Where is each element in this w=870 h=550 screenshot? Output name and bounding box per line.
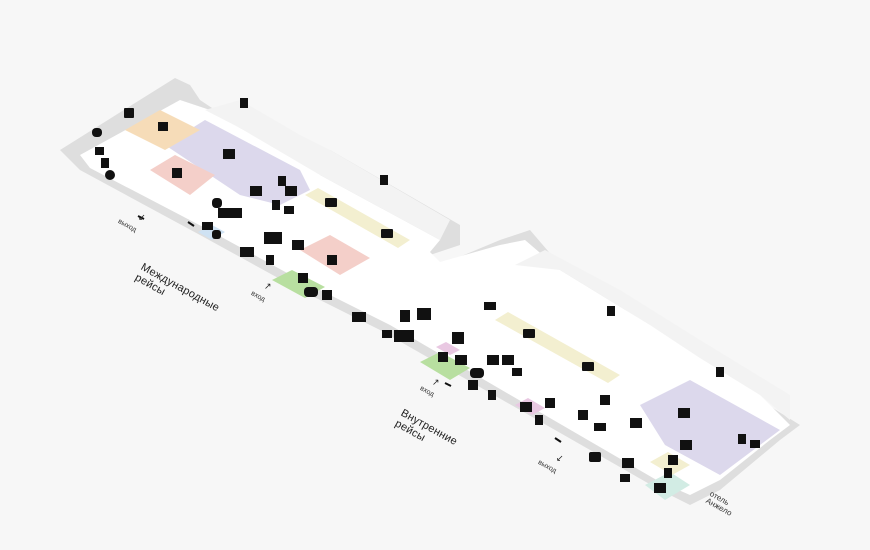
baggage-icon-5 bbox=[630, 418, 642, 428]
doors bbox=[137, 215, 562, 443]
door-3 bbox=[554, 437, 562, 443]
elevator-icon-6 bbox=[607, 306, 615, 316]
parking-icon bbox=[105, 170, 115, 180]
lounge-international bbox=[165, 120, 310, 205]
check-icon-2 bbox=[381, 229, 393, 238]
pet-icon bbox=[92, 128, 102, 137]
gun-icon bbox=[484, 302, 496, 310]
security-icon bbox=[158, 122, 168, 131]
green-zone-2 bbox=[420, 352, 470, 380]
wc-icon-2 bbox=[250, 186, 262, 196]
pink-zone-1 bbox=[436, 342, 460, 355]
lounge-icon-2 bbox=[678, 408, 690, 418]
wifi-icon bbox=[304, 287, 318, 297]
shop-icon-6 bbox=[520, 402, 532, 412]
exit-arrow-2: ↙ bbox=[556, 453, 564, 463]
wc-icon bbox=[124, 108, 134, 118]
lounge-domestic bbox=[640, 380, 780, 475]
lounge-icon bbox=[223, 149, 235, 159]
customs-icon-3 bbox=[438, 352, 448, 362]
shop-icon-5 bbox=[487, 355, 499, 365]
baggage-icon-2 bbox=[292, 240, 304, 250]
food-icon-4 bbox=[545, 398, 555, 408]
shop-icon-3 bbox=[240, 247, 254, 257]
food-icon-3 bbox=[468, 380, 478, 390]
wc-icon-3 bbox=[285, 186, 297, 196]
mail-icon bbox=[202, 222, 213, 230]
smoking-icon-2 bbox=[620, 474, 630, 482]
smoking-icon bbox=[382, 330, 392, 338]
wheelchair-icon-3 bbox=[668, 455, 678, 465]
international-wing-floor bbox=[205, 100, 450, 240]
food-icon-5 bbox=[578, 410, 588, 420]
info-icon bbox=[298, 273, 308, 283]
shop-icon-2 bbox=[264, 232, 282, 244]
atm-icon bbox=[95, 147, 104, 155]
wc-icon-5 bbox=[680, 440, 692, 450]
entrance-arrow-1: ↗ bbox=[264, 281, 272, 291]
escalator-icon bbox=[284, 206, 294, 214]
elevator-icon-7 bbox=[716, 367, 724, 377]
door-1 bbox=[137, 215, 145, 220]
icons bbox=[92, 98, 760, 493]
escalator-icon-3 bbox=[750, 440, 760, 448]
customs-icon-2 bbox=[327, 255, 337, 265]
currency-icon bbox=[212, 198, 222, 208]
check-icon bbox=[325, 198, 337, 207]
baggage-icon bbox=[278, 176, 286, 186]
bus-icon bbox=[101, 158, 109, 168]
info-icon-2 bbox=[352, 312, 366, 322]
medical-icon bbox=[654, 483, 666, 493]
elevator-icon-3 bbox=[380, 175, 388, 185]
baggage-icon-4 bbox=[600, 395, 610, 405]
shop-icon-7 bbox=[622, 458, 634, 468]
shop-icon bbox=[218, 208, 242, 218]
bus-icon-2 bbox=[594, 423, 606, 431]
escalator-icon-2 bbox=[512, 368, 522, 376]
elevator-icon bbox=[240, 98, 248, 108]
elevator-icon-4 bbox=[266, 255, 274, 265]
wifi-icon-2 bbox=[470, 368, 484, 378]
door-2 bbox=[187, 221, 195, 227]
customs-icon bbox=[172, 168, 182, 178]
door-4 bbox=[444, 382, 452, 387]
elevator-icon-8 bbox=[738, 434, 746, 444]
wheelchair-icon-2 bbox=[400, 310, 410, 322]
food-icon-2 bbox=[452, 332, 464, 344]
info-icon-3 bbox=[394, 330, 414, 342]
check-icon-3 bbox=[523, 329, 535, 338]
wc-icon-4 bbox=[417, 308, 431, 320]
check-icon-4 bbox=[582, 362, 594, 371]
shop-icon-4 bbox=[455, 355, 467, 365]
atm-icon-3 bbox=[664, 468, 672, 478]
atm-icon-2 bbox=[535, 415, 543, 425]
wheelchair-icon bbox=[212, 230, 221, 239]
elevator-icon-5 bbox=[488, 390, 496, 400]
taxi-icon bbox=[589, 452, 601, 462]
exit-arrow-1: ↙ bbox=[138, 212, 146, 222]
domestic-wing-floor bbox=[515, 250, 790, 420]
customs-international bbox=[150, 155, 215, 195]
elevator-icon-2 bbox=[272, 200, 280, 210]
baggage-icon-3 bbox=[502, 355, 514, 365]
food-icon bbox=[322, 290, 332, 300]
entrance-arrow-2: ↗ bbox=[432, 377, 440, 387]
